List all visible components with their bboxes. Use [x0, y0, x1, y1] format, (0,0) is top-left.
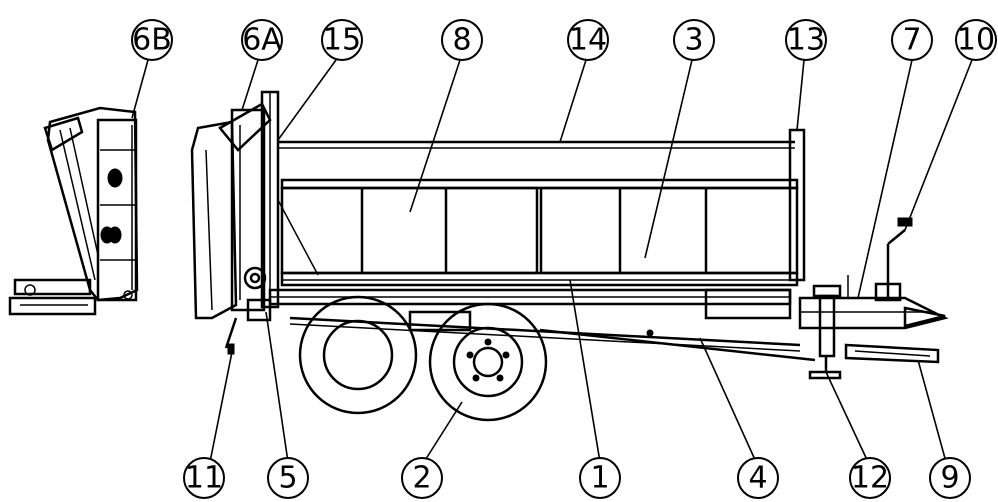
svg-text:6B: 6B: [132, 23, 172, 58]
svg-text:4: 4: [748, 461, 767, 496]
svg-text:10: 10: [957, 23, 995, 58]
callout-1: 1: [579, 457, 621, 499]
callout-5: 5: [267, 457, 309, 499]
callout-2: 2: [401, 457, 443, 499]
callout-3: 3: [673, 19, 715, 61]
callout-9: 9: [929, 457, 971, 499]
svg-text:3: 3: [684, 23, 703, 58]
svg-text:7: 7: [902, 23, 921, 58]
svg-text:5: 5: [278, 461, 297, 496]
svg-text:12: 12: [851, 461, 889, 496]
manure-spreader: [190, 90, 949, 422]
callout-4: 4: [737, 457, 779, 499]
rear-beater-assembly-detached: [8, 106, 139, 316]
svg-text:13: 13: [787, 23, 825, 58]
callout-7: 7: [891, 19, 933, 61]
callout-14: 14: [567, 19, 609, 61]
svg-text:9: 9: [940, 461, 959, 496]
svg-text:14: 14: [569, 23, 607, 58]
callout-13: 13: [785, 19, 827, 61]
callout-6A: 6A: [241, 19, 283, 61]
callout-6B: 6B: [131, 19, 173, 61]
leader-lines: [131, 59, 973, 463]
svg-text:2: 2: [412, 461, 431, 496]
svg-text:11: 11: [185, 461, 223, 496]
callout-15: 15: [321, 19, 363, 61]
callout-10: 10: [955, 19, 997, 61]
svg-text:15: 15: [323, 23, 361, 58]
svg-text:6A: 6A: [242, 23, 282, 58]
callout-11: 11: [183, 457, 225, 499]
callout-12: 12: [849, 457, 891, 499]
svg-text:1: 1: [590, 461, 609, 496]
callout-8: 8: [441, 19, 483, 61]
svg-text:8: 8: [452, 23, 471, 58]
